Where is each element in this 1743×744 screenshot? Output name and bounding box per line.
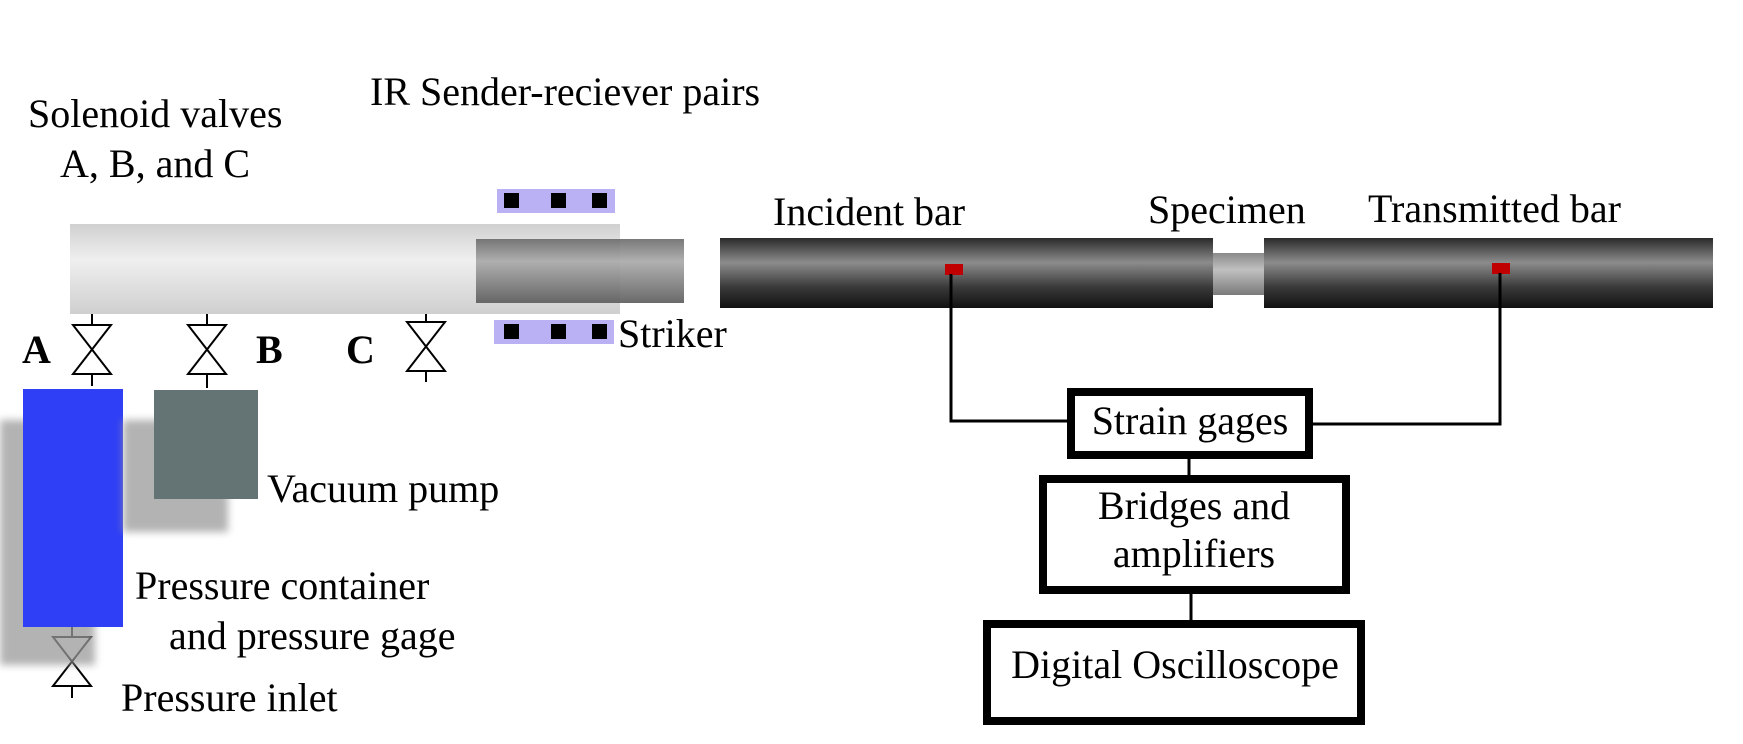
label-digital-oscilloscope: Digital Oscilloscope xyxy=(1011,642,1339,687)
pressure-container xyxy=(23,389,123,627)
striker-projectile xyxy=(476,239,684,303)
vacuum-pump xyxy=(154,390,258,499)
strain-gage-wiring xyxy=(949,273,1502,622)
label-striker: Striker xyxy=(618,311,727,356)
label-valve-c: C xyxy=(346,327,375,372)
label-valve-a: A xyxy=(22,327,51,372)
bridges-amplifiers-box xyxy=(1039,475,1350,594)
valve-b-symbol xyxy=(185,314,229,388)
strain-gage-mark-transmitted xyxy=(1492,263,1510,274)
label-vacuum-pump: Vacuum pump xyxy=(267,466,499,511)
label-solenoid-valves-line1: Solenoid valves xyxy=(28,91,282,136)
label-incident-bar: Incident bar xyxy=(773,189,965,234)
valve-c-symbol xyxy=(404,314,448,382)
oscilloscope-box xyxy=(983,620,1365,725)
label-solenoid-valves-line2: A, B, and C xyxy=(60,141,250,186)
label-bridges-line2: amplifiers xyxy=(1113,531,1275,576)
label-pressure-container-line1: Pressure container xyxy=(135,563,429,608)
incident-bar xyxy=(720,238,1213,308)
ir-sensor-bottom xyxy=(494,320,614,344)
label-specimen: Specimen xyxy=(1148,187,1306,232)
strain-gages-box xyxy=(1067,388,1313,459)
valve-a-symbol xyxy=(70,314,114,386)
label-valve-b: B xyxy=(256,327,283,372)
label-strain-gages: Strain gages xyxy=(1092,398,1289,443)
label-ir-sender-receiver-pairs: IR Sender-reciever pairs xyxy=(370,69,760,114)
label-transmitted-bar: Transmitted bar xyxy=(1368,186,1621,231)
label-bridges-line1: Bridges and xyxy=(1098,483,1290,528)
ir-sensor-top xyxy=(497,189,615,213)
transmitted-bar xyxy=(1264,238,1713,308)
label-pressure-container-line2: and pressure gage xyxy=(169,613,456,658)
label-pressure-inlet: Pressure inlet xyxy=(121,675,338,720)
strain-gage-mark-incident xyxy=(945,264,963,275)
specimen xyxy=(1213,253,1266,295)
